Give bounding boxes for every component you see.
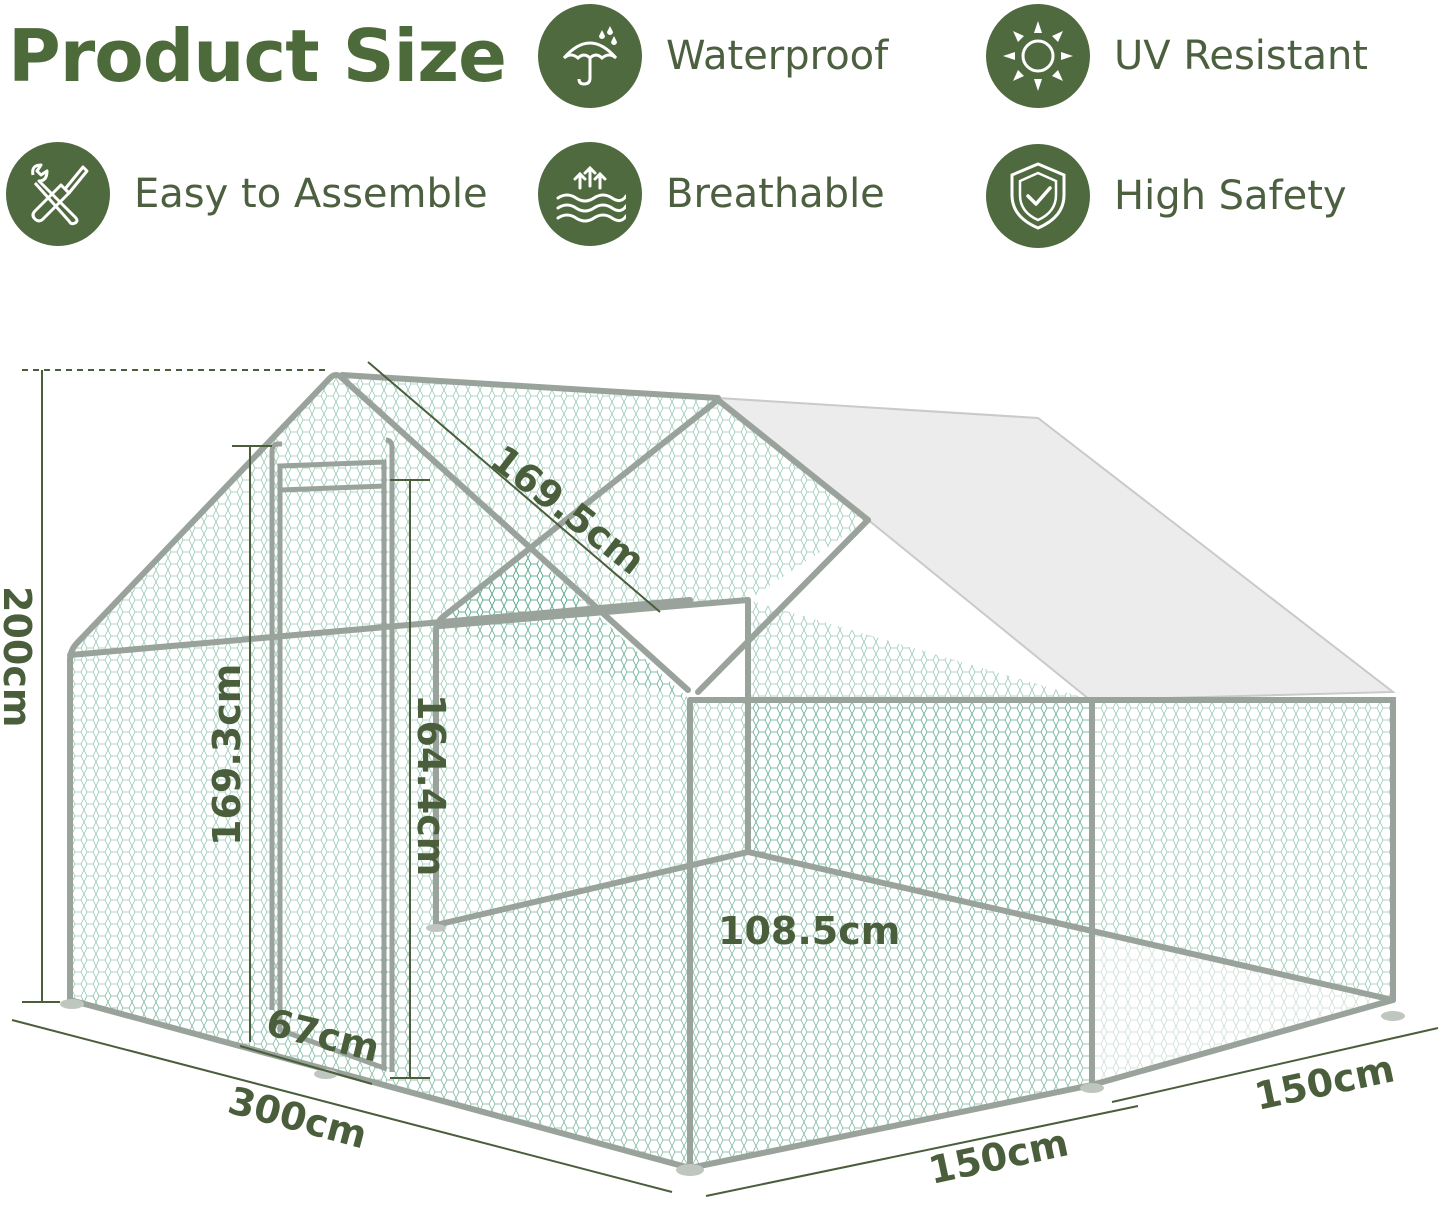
shield-check-icon — [986, 144, 1090, 248]
dim-length: 300cm — [224, 1078, 372, 1157]
dim-door-height-inner: 164.4cm — [409, 694, 453, 876]
dim-height-total: 200cm — [0, 586, 39, 727]
feature-breathable: Breathable — [538, 142, 885, 246]
dimension-lines — [11, 361, 1439, 1197]
feature-label: Breathable — [666, 171, 885, 217]
side-mesh — [690, 700, 1092, 1168]
feature-high-safety: High Safety — [986, 144, 1347, 248]
door — [269, 437, 395, 1072]
feature-label: High Safety — [1114, 173, 1347, 219]
wrench-screwdriver-icon — [6, 142, 110, 246]
feature-waterproof: Waterproof — [538, 4, 888, 108]
front-mesh — [70, 375, 690, 1168]
feature-label: Waterproof — [666, 33, 889, 79]
feature-uv-resistant: UV Resistant — [986, 4, 1368, 108]
air-waves-icon — [538, 142, 642, 246]
feature-label: Easy to Assemble — [134, 171, 488, 217]
umbrella-rain-icon — [538, 4, 642, 108]
sun-icon — [986, 4, 1090, 108]
feet — [60, 924, 1405, 1176]
frame — [67, 372, 1396, 1172]
dim-side-height: 108.5cm — [718, 909, 900, 953]
dim-width-side: 150cm — [1251, 1046, 1399, 1118]
feature-easy-assemble: Easy to Assemble — [6, 142, 488, 246]
roof-cover — [714, 396, 1396, 702]
dim-door-height-outer: 169.3cm — [205, 664, 249, 846]
dim-width-front: 150cm — [925, 1120, 1073, 1192]
feature-label: UV Resistant — [1114, 33, 1368, 79]
page-title: Product Size — [8, 14, 507, 98]
